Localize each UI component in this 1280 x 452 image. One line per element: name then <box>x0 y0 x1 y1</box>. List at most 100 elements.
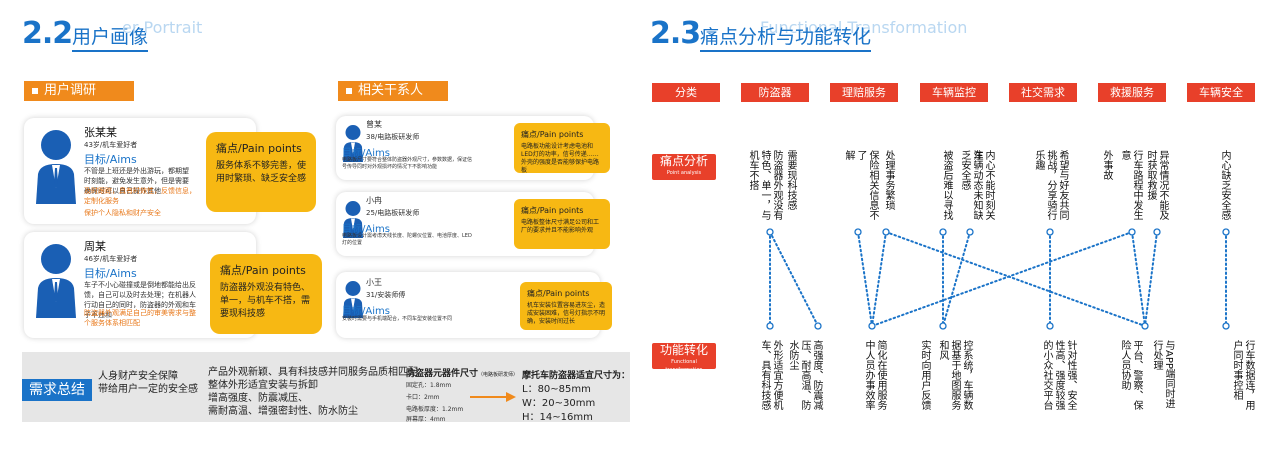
pain-item: 内心缺乏安全感 <box>1219 150 1230 220</box>
stakeholder-goal-label: 目标/Aims <box>342 306 390 317</box>
section-title-user-portrait: 用户画像 <box>72 22 149 52</box>
node-circle <box>966 228 974 236</box>
category-monitoring: 车辆监控 <box>920 83 988 102</box>
pain-item: 内心不能时刻关注 <box>971 150 994 220</box>
summary-col2-line3: 增高强度、防震减压、 <box>208 393 308 404</box>
size-h: H：14~16mm <box>522 412 593 423</box>
pain-text: 防盗器外观没有特色、单一，与机车不搭，需要现科技感 <box>220 283 311 319</box>
summary-col1-line1: 人身财产安全保障 <box>98 371 178 382</box>
user-research-bar: 用户调研 <box>24 81 134 101</box>
pain-item: 解 <box>843 150 854 160</box>
function-item: 高强度、防震减压、耐高温、防水防尘 <box>787 340 822 410</box>
function-item: 针对性强、安全性高、强度较强的小众社交平台 <box>1041 340 1076 410</box>
summary-col2-line1: 产品外观新颖、具有科技感并同服务品质相匹配 <box>208 367 418 378</box>
pain-item: 行车路程中发生意 <box>1119 150 1142 220</box>
pain-text: 服务体系不够完善，使用时繁琐、缺乏安全感 <box>216 161 307 184</box>
user-pain-box-2: 痛点/Pain points 防盗器外观没有特色、单一，与机车不搭，需要现科技感 <box>210 254 322 334</box>
user-info: 46岁/机车爱好者 <box>84 255 138 263</box>
pain-title: 痛点/Pain points <box>521 130 584 139</box>
stakeholder-bar: 相关干系人 <box>338 81 448 101</box>
stakeholder-goal-desc: 电路板设计需考虑天线长度、陀螺仪位置、电池厚度、LED灯的位置 <box>342 233 472 246</box>
ghost-title: Functional Transformation <box>760 18 968 37</box>
summary-col2-line4: 需耐高温、增强密封性、防水防尘 <box>208 406 358 417</box>
node-circle <box>1222 322 1230 330</box>
node-circle <box>1141 322 1149 330</box>
size-w: W：20~30mm <box>522 398 596 409</box>
user-avatar-icon <box>343 201 363 238</box>
user-avatar-icon <box>36 130 76 204</box>
node-circle <box>868 322 876 330</box>
section-title-pain-analysis: 痛点分析与功能转化 <box>700 22 872 52</box>
user-goal-desc: 车子不小心碰撞或是倒地都能给出反馈，自己可以及时去处理；在机器人行动自己的同时，… <box>84 281 196 319</box>
function-transform-label: 功能转化 Functional transformation <box>652 343 716 373</box>
summary-col1-line2: 带给用户一定的安全感 <box>98 384 198 395</box>
node-circle <box>814 322 822 330</box>
summary-col2-line2: 整体外形适宜安装与拆卸 <box>208 380 318 391</box>
stakeholder-goal-label: 目标/Aims <box>342 148 390 159</box>
summary-label: 需求总结 <box>22 379 92 401</box>
pain-item: 希望与好友共同挑战，分享骑行乐趣 <box>1033 150 1068 220</box>
pain-item: 需要现科技感 <box>785 150 796 210</box>
category-anti-theft: 防盗器 <box>741 83 809 102</box>
category-social: 社交需求 <box>1009 83 1077 102</box>
stakeholder-goal-desc: 电路板尺寸要符合整体防盗器外观尺寸，参数数据，保证信号传导同时对外观损坏的情况下… <box>342 157 473 170</box>
user-avatar-icon <box>343 125 363 162</box>
node-circle <box>1222 228 1230 236</box>
stakeholder-info: 31/安装师傅 <box>366 291 406 299</box>
arrow-right-icon <box>470 392 516 402</box>
pain-item: 保险相关信息不了 <box>855 150 878 220</box>
user-info: 43岁/机车爱好者 <box>84 141 138 149</box>
stakeholder-pain-box-3: 痛点/Pain points 机车安装位置容易进灰尘，造成安装困难，信号灯指示不… <box>520 282 612 330</box>
spec-title: 防盗器元器件尺寸（电路板研发师） <box>406 369 519 379</box>
user-goal-label: 目标/Aims <box>84 153 137 166</box>
user-avatar-icon <box>343 281 363 318</box>
node-circle <box>882 228 890 236</box>
pain-item: 外事故 <box>1101 150 1112 180</box>
user-goal-orange-2: 定制化服务 <box>84 197 119 205</box>
function-item: 简化在使用服务中人员办事效率 <box>863 340 886 410</box>
section-number-2-3: 2.3 <box>650 16 701 51</box>
node-circle <box>766 228 774 236</box>
category-claims: 理赔服务 <box>830 83 898 102</box>
stakeholder-name: 小王 <box>366 278 382 287</box>
node-circle <box>766 322 774 330</box>
pain-title: 痛点/Pain points <box>521 206 584 215</box>
user-goal-desc: 不管是上班还是外出游玩，都期望时刻能，避免发生意外，但是需要确保时可以自己操作其… <box>84 167 189 195</box>
user-goal-label: 目标/Aims <box>84 267 137 280</box>
stakeholder-name: 小冉 <box>366 196 382 205</box>
user-name: 张某某 <box>84 126 117 139</box>
spec-2: 卡口：2mm <box>406 394 440 401</box>
user-goal-orange-1: 防盗器外观满足自己的审美需求与整 <box>84 309 196 317</box>
category-vehicle-safety: 车辆安全 <box>1187 83 1255 102</box>
pain-title: 痛点/Pain points <box>220 264 306 277</box>
stakeholder-pain-box-2: 痛点/Pain points 电路板整体尺寸满足公司和工厂的要求并且不能影响外观 <box>514 199 610 249</box>
pain-item: 被盗后难以寻找 <box>941 150 952 220</box>
stakeholder-goal-label: 目标/Aims <box>342 224 390 235</box>
stakeholder-pain-box-1: 痛点/Pain points 电路板功能设计考虑电池和LED灯的功率，信号传递…… <box>514 123 610 174</box>
pain-item: 车辆动态未知缺乏安全感 <box>959 150 982 220</box>
pain-text: 电路板功能设计考虑电池和LED灯的功率，信号传递……外壳的强度是否能够保护电路板 <box>521 143 600 174</box>
summary-panel <box>22 352 630 422</box>
user-goal-orange-1: 及时跟踪，具有时效性，反馈信息， <box>84 187 196 195</box>
pain-text: 电路板整体尺寸满足公司和工厂的要求并且不能影响外观 <box>521 219 600 234</box>
spec-1: 固定孔：1.8mm <box>406 382 452 389</box>
user-goal-orange-3: 保护个人隐私和财产安全 <box>84 209 161 217</box>
spec-3: 电路板厚度：1.2mm <box>406 406 464 413</box>
node-circle <box>854 228 862 236</box>
spec-4: 屏幕厚：4mm <box>406 416 446 423</box>
pain-text: 机车安装位置容易进灰尘，造成安装困难，信号灯指示不明确，安装时间过长 <box>527 302 606 325</box>
function-item: 控系统，车辆数据基于地图服务和风 <box>937 340 972 410</box>
user-pain-box-1: 痛点/Pain points 服务体系不够完善，使用时繁琐、缺乏安全感 <box>206 132 316 212</box>
node-circle <box>1153 228 1161 236</box>
category-label: 分类 <box>652 83 720 102</box>
function-item: 与APP端同时进行处理 <box>1151 340 1174 409</box>
user-name: 周某 <box>84 240 106 253</box>
node-circle <box>1128 228 1136 236</box>
function-item: 外形适宜方便机车、具有科技感 <box>759 340 782 410</box>
section-number-2-2: 2.2 <box>22 16 73 51</box>
pain-item: 处理事务繁琐 <box>883 150 894 210</box>
stakeholder-info: 38/电路板研发师 <box>366 133 420 141</box>
stakeholder-name: 曾某 <box>366 120 382 129</box>
